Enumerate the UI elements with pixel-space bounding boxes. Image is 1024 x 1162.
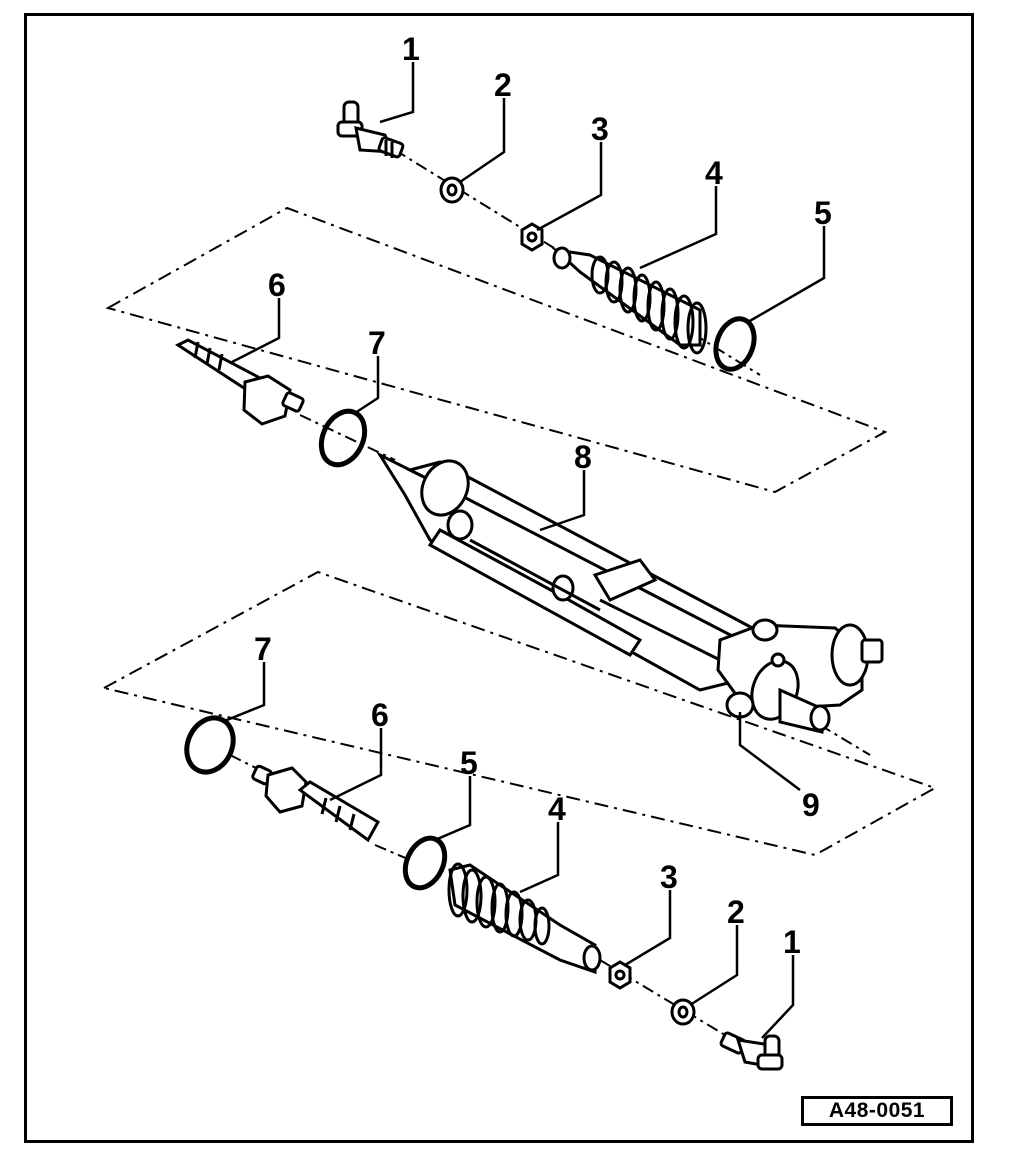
ring-top (318, 408, 368, 468)
group-boxes (101, 206, 938, 857)
axis-line-lower-left (229, 754, 261, 771)
reference-code-box: A48-0051 (801, 1096, 953, 1126)
lower-group-box (101, 570, 938, 857)
nut-top (439, 176, 465, 204)
callout-9: 9 (802, 787, 820, 823)
axis-line-right (819, 724, 871, 756)
leader-4-top (639, 186, 718, 270)
nut-bottom (670, 998, 696, 1026)
steering-rack-housing (375, 451, 884, 734)
callout-labels: 1 2 3 4 5 6 7 8 9 7 6 5 4 3 2 1 (254, 31, 832, 960)
callout-5-bottom: 5 (460, 745, 478, 781)
reference-code: A48-0051 (828, 1099, 926, 1122)
callout-4-bottom: 4 (548, 791, 566, 827)
callout-1-bottom: 1 (783, 924, 801, 960)
leader-3-top (536, 142, 603, 232)
leader-4-bottom (519, 822, 560, 894)
leader-lines (221, 62, 826, 1039)
ring-bottom (184, 715, 236, 775)
inner-tie-rod-bottom (251, 764, 381, 843)
clamp-bottom (402, 835, 448, 891)
leader-6-top (231, 298, 281, 364)
tie-rod-end-top (336, 100, 405, 159)
callout-2-bottom: 2 (727, 894, 745, 930)
lock-nut-top (520, 222, 544, 252)
callout-8: 8 (574, 439, 592, 475)
axis-line-upper-left (299, 414, 396, 461)
leader-3-bottom (624, 890, 672, 967)
leader-2-bottom (689, 925, 739, 1007)
boot-bottom (447, 862, 602, 975)
leader-6-bottom (329, 728, 383, 802)
callout-5-top: 5 (814, 195, 832, 231)
callout-1-top: 1 (402, 31, 420, 67)
lock-nut-bottom (608, 960, 632, 990)
leader-5-bottom (434, 776, 472, 842)
callout-3-top: 3 (591, 111, 609, 147)
axis-line-lower-mid (374, 844, 411, 861)
leader-1-bottom (761, 955, 795, 1039)
leader-8 (539, 470, 586, 532)
callout-6-top: 6 (268, 267, 286, 303)
boot-top (551, 246, 708, 355)
leader-1-top (379, 62, 415, 124)
leader-5-top (747, 226, 826, 324)
leader-9 (738, 712, 801, 791)
leader-2-top (459, 98, 506, 184)
upper-group-box (105, 206, 888, 494)
leader-7-top (354, 356, 380, 415)
tie-rod-end-bottom (719, 1031, 784, 1071)
clamp-top (713, 316, 757, 372)
callout-7-bottom: 7 (254, 631, 272, 667)
callout-6-bottom: 6 (371, 697, 389, 733)
inner-tie-rod-top (174, 338, 305, 426)
leader-7-bottom (221, 662, 266, 724)
callout-2-top: 2 (494, 67, 512, 103)
callout-3-bottom: 3 (660, 859, 678, 895)
callout-7-top: 7 (368, 325, 386, 361)
callout-4-top: 4 (705, 155, 723, 191)
